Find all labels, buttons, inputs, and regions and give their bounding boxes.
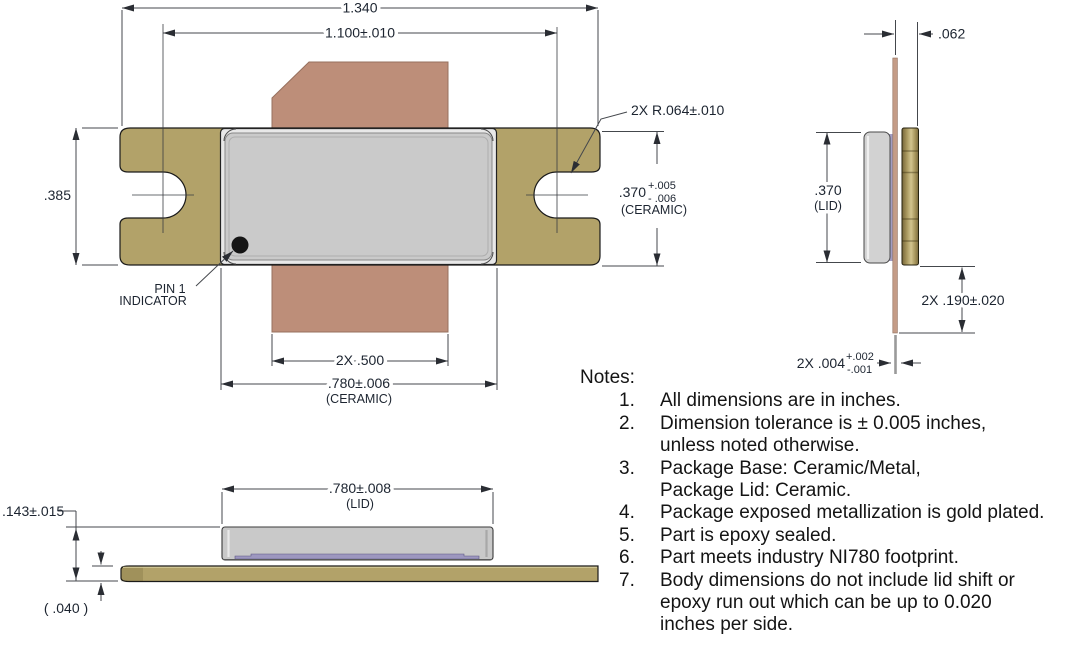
lid-inner-line (228, 136, 489, 257)
dim-lid-width-note: (LID) (346, 497, 374, 511)
pin1-label-line1: PIN 1 (154, 282, 185, 296)
bottom-lead-shape (271, 262, 449, 333)
dim-ceramic-height-tol-minus: - .006 (648, 193, 676, 205)
lid-corner-arcs (223, 128, 494, 265)
dim-lead-length: 2X .190±.020 (921, 292, 1004, 308)
braze-line-side (888, 134, 894, 261)
dim-flange-width: 1.340 (342, 0, 377, 16)
lid-side (863, 131, 891, 264)
dim-ceramic-width-note: (CERAMIC) (326, 392, 392, 406)
notes-section: Notes: 1. All dimensions are in inches. … (580, 367, 1066, 637)
dim-flange-thickness-ref: ( .040 ) (44, 600, 88, 616)
note-number: 6. (619, 547, 635, 569)
note-number: 1. (619, 390, 635, 412)
note-item-7: 7. Body dimensions do not include lid sh… (580, 570, 1066, 637)
dim-lid-height-note: (LID) (814, 199, 842, 213)
braze-line-front (234, 553, 480, 560)
note-text: Package Base: Ceramic/Metal, Package Lid… (660, 457, 921, 502)
dim-slot-radius: 2X R.064±.010 (631, 102, 725, 118)
lid-shape (224, 132, 493, 261)
note-text: Dimension tolerance is ± 0.005 inches, u… (660, 412, 987, 457)
top-lead-shape (271, 61, 449, 133)
note-item-6: 6. Part meets industry NI780 footprint. (580, 547, 1066, 569)
flange-front (120, 565, 599, 583)
dim-lid-height: .370 (814, 182, 841, 198)
slot-centerlines (132, 24, 588, 233)
note-number: 7. (619, 569, 635, 591)
dim-flange-height: .385 (44, 187, 71, 203)
note-number: 3. (619, 457, 635, 479)
note-text: All dimensions are in inches. (660, 390, 901, 412)
flange-side (901, 127, 919, 266)
pin1-dot (231, 236, 249, 254)
dim-flange-thickness-side: .062 (938, 26, 965, 42)
dim-total-height: .143±.015 (2, 503, 64, 519)
note-item-5: 5. Part is epoxy sealed. (580, 525, 1066, 547)
note-text: Part is epoxy sealed. (660, 524, 837, 546)
dim-ceramic-width: .780±.006 (328, 375, 390, 391)
notes-title: Notes: (580, 367, 635, 388)
note-text: Package exposed metallization is gold pl… (660, 502, 1045, 524)
lead-side (892, 57, 898, 334)
note-text: Body dimensions do not include lid shift… (660, 569, 1015, 636)
dim-ceramic-height: .370 (619, 184, 646, 200)
note-number: 4. (619, 502, 635, 524)
dim-lead-thickness-tol-plus: +.002 (846, 351, 874, 363)
note-item-4: 4. Package exposed metallization is gold… (580, 502, 1066, 524)
note-number: 2. (619, 412, 635, 434)
note-item-2: 2. Dimension tolerance is ± 0.005 inches… (580, 413, 1066, 458)
dim-lead-width: 2X .500 (336, 352, 384, 368)
pin1-label-line2: INDICATOR (119, 294, 187, 308)
side-view: .062 .370 (LID) 2X .190±.020 2X .004 +.0… (797, 20, 1008, 376)
dim-ceramic-height-note: (CERAMIC) (621, 203, 687, 217)
note-number: 5. (619, 524, 635, 546)
flange-side-contours (902, 150, 918, 242)
top-view: 1.340 1.100±.010 .385 2X R.064±.010 .370… (40, 0, 725, 410)
dim-ceramic-height-tol-plus: +.005 (648, 180, 676, 192)
note-text: Part meets industry NI780 footprint. (660, 547, 959, 569)
note-item-3: 3. Package Base: Ceramic/Metal, Package … (580, 458, 1066, 503)
dim-lead-thickness: 2X .004 (797, 355, 845, 371)
note-item-1: 1. All dimensions are in inches. (580, 390, 1066, 412)
dim-lid-width: .780±.008 (329, 480, 391, 496)
dim-hole-spacing: 1.100±.010 (325, 25, 395, 41)
dim-lead-thickness-tol-minus: -.001 (847, 364, 872, 376)
front-view: .780±.008 (LID) .143±.015 ( .040 ) (2, 477, 599, 616)
